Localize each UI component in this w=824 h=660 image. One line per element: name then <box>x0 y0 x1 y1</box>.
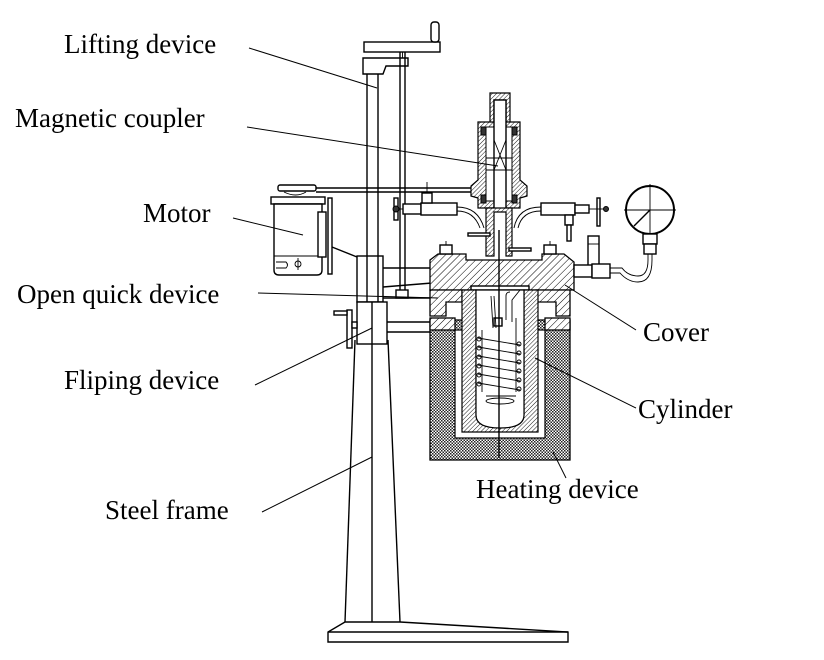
left-valve <box>392 182 485 229</box>
label-heating-device: Heating device <box>476 474 639 504</box>
cylinder <box>461 230 539 458</box>
right-valve <box>513 197 609 242</box>
labels: Lifting device Magnetic coupler Motor Op… <box>15 29 733 525</box>
pressure-gauge <box>624 184 676 255</box>
label-cover: Cover <box>643 317 709 347</box>
label-open-quick-device: Open quick device <box>17 279 219 309</box>
cover <box>429 241 575 317</box>
leader-motor <box>232 217 304 236</box>
leader-lines <box>232 47 637 513</box>
magnetic-coupler <box>467 92 532 257</box>
leader-magnetic-coupler <box>246 126 499 167</box>
label-cylinder: Cylinder <box>638 394 733 424</box>
steel-frame <box>327 300 569 643</box>
open-quick-device <box>356 255 433 303</box>
leader-fliping-device <box>254 327 373 386</box>
label-lifting-device: Lifting device <box>64 29 216 59</box>
label-steel-frame: Steel frame <box>105 495 229 525</box>
leader-steel-frame <box>261 456 373 513</box>
label-magnetic-coupler: Magnetic coupler <box>15 103 205 133</box>
leader-cover <box>564 284 637 331</box>
motor <box>270 184 488 276</box>
leader-cylinder <box>534 357 637 409</box>
lifting-device <box>362 21 441 299</box>
leader-open-quick-device <box>257 292 439 299</box>
leader-lifting-device <box>248 47 378 89</box>
fliping-device <box>333 301 432 349</box>
leader-heating-device <box>552 451 567 479</box>
label-fliping-device: Fliping device <box>64 365 219 395</box>
label-motor: Motor <box>143 198 211 228</box>
side-fitting <box>573 235 653 283</box>
